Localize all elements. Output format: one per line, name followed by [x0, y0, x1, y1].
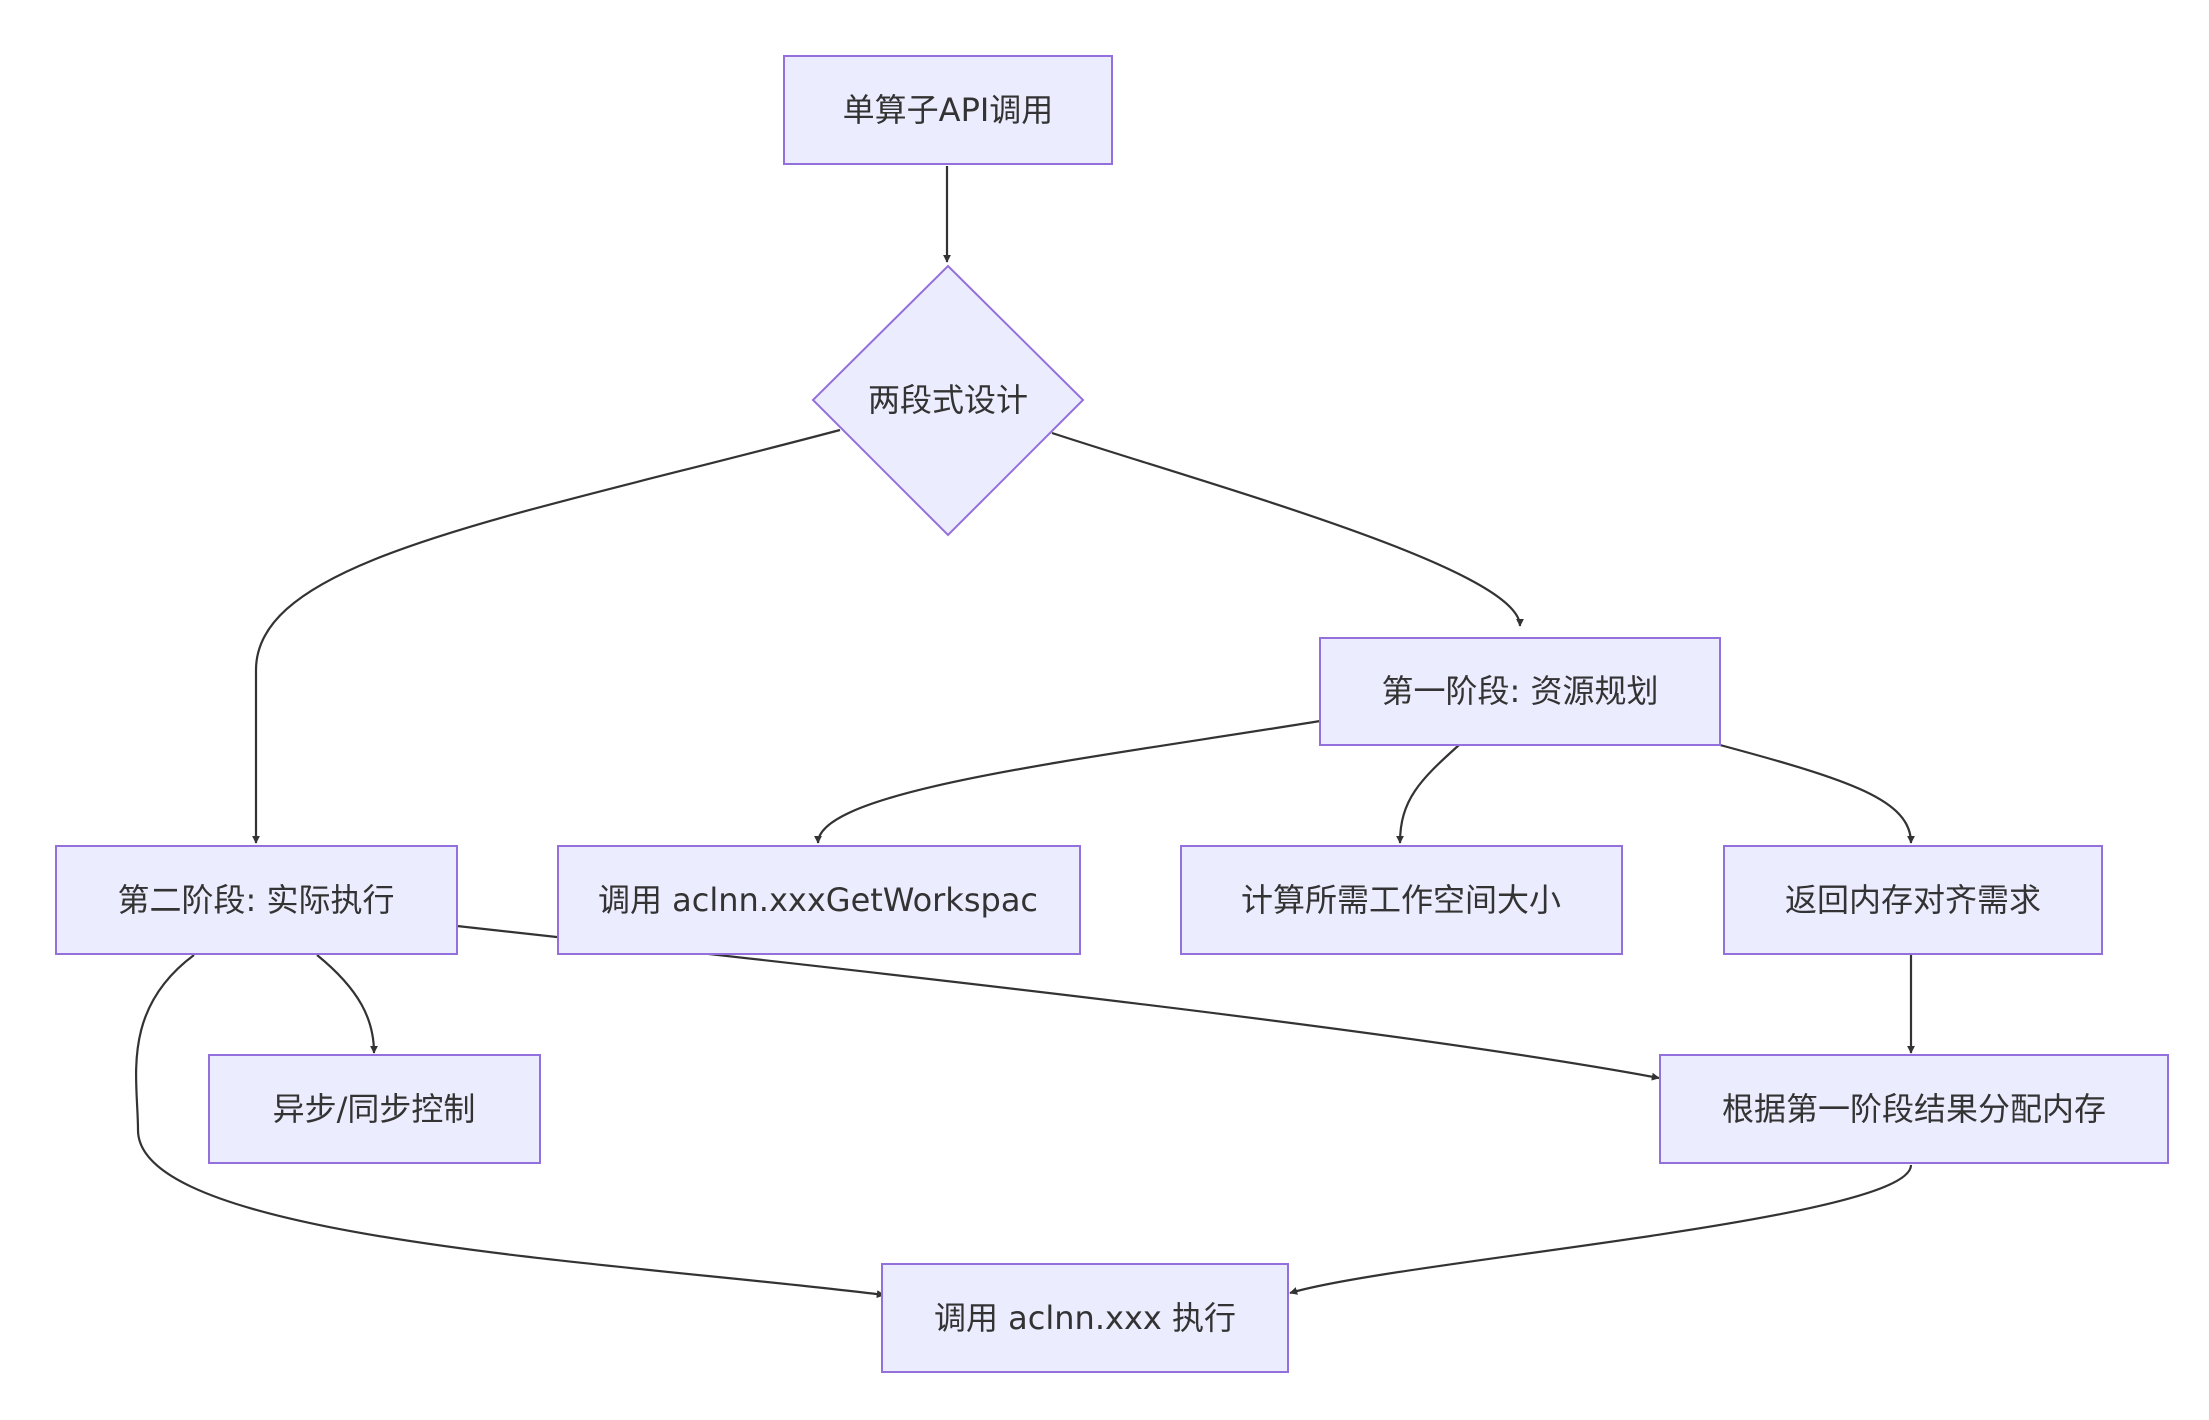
edge-stage2-to-exec: [134, 954, 885, 1299]
edge-stage2-to-async-sync: [316, 954, 378, 1054]
node-exec-label: 调用 aclnn.xxx 执行: [934, 1299, 1236, 1337]
edge-two-stage-to-stage2: [252, 428, 841, 844]
node-exec[interactable]: 调用 aclnn.xxx 执行: [881, 1263, 1289, 1373]
edge-stage1-to-calc-workspace: [1396, 744, 1460, 844]
node-stage2[interactable]: 第二阶段: 实际执行: [55, 845, 458, 955]
edge-two-stage-to-stage1: [1051, 431, 1524, 627]
edge-stage1-to-mem-align: [1719, 743, 1915, 844]
edge-stage1-to-get-workspace: [814, 719, 1321, 844]
node-get-workspace-label: 调用 aclnn.xxxGetWorkspac: [598, 881, 1038, 919]
node-alloc-mem[interactable]: 根据第一阶段结果分配内存: [1659, 1054, 2169, 1164]
node-get-workspace[interactable]: 调用 aclnn.xxxGetWorkspac: [557, 845, 1081, 955]
node-async-sync-label: 异步/同步控制: [273, 1090, 476, 1128]
node-mem-align-label: 返回内存对齐需求: [1785, 881, 2041, 919]
node-stage1-label: 第一阶段: 资源规划: [1382, 672, 1659, 710]
node-two-stage-label: 两段式设计: [868, 381, 1028, 419]
node-single-op-api[interactable]: 单算子API调用: [783, 55, 1113, 165]
node-calc-workspace-label: 计算所需工作空间大小: [1241, 881, 1561, 919]
edge-alloc-mem-to-exec: [1289, 1164, 1913, 1295]
node-single-op-api-label: 单算子API调用: [843, 91, 1054, 129]
node-stage2-label: 第二阶段: 实际执行: [118, 881, 395, 919]
node-alloc-mem-label: 根据第一阶段结果分配内存: [1722, 1090, 2106, 1128]
node-stage1[interactable]: 第一阶段: 资源规划: [1319, 637, 1721, 746]
node-mem-align[interactable]: 返回内存对齐需求: [1723, 845, 2103, 955]
node-async-sync[interactable]: 异步/同步控制: [208, 1054, 541, 1164]
node-two-stage-decision[interactable]: 两段式设计: [811, 264, 1085, 537]
node-calc-workspace[interactable]: 计算所需工作空间大小: [1180, 845, 1623, 955]
